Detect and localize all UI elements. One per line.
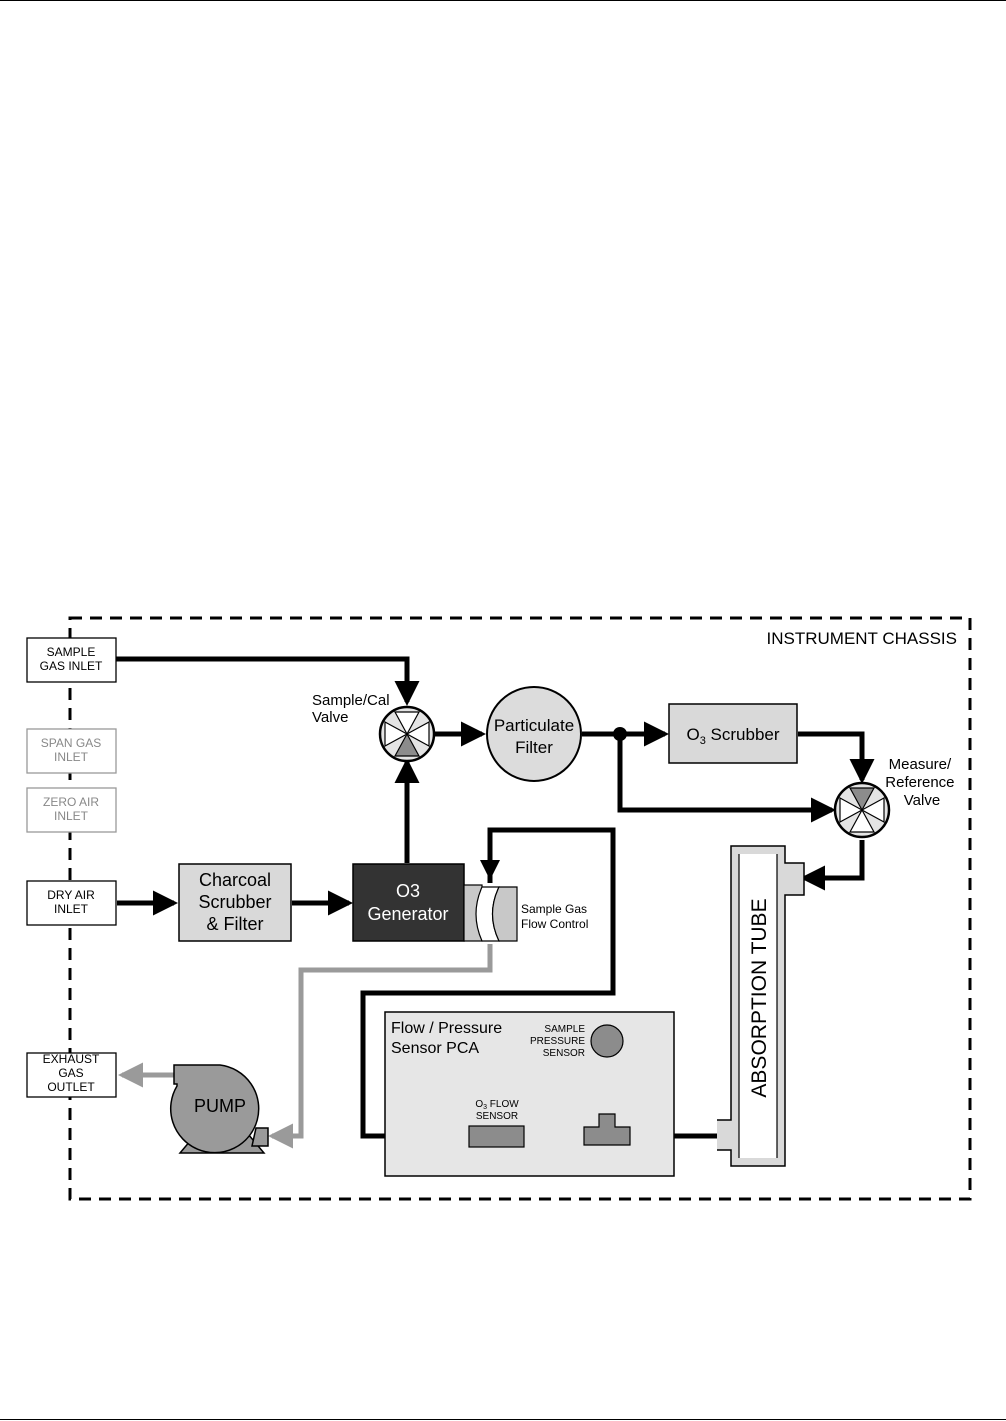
exhaust-gas-outlet: EXHAUST GAS OUTLET bbox=[26, 1052, 117, 1098]
svg-text:Flow / Pressure: Flow / Pressure bbox=[391, 1020, 502, 1037]
svg-text:SENSOR: SENSOR bbox=[476, 1111, 518, 1122]
svg-text:INLET: INLET bbox=[54, 750, 89, 764]
line-measure-valve-to-tube bbox=[799, 840, 865, 891]
absorption-tube: ABSORPTION TUBE bbox=[717, 845, 805, 1167]
dry-air-inlet: DRY AIR INLET bbox=[26, 880, 117, 926]
svg-text:ABSORPTION TUBE: ABSORPTION TUBE bbox=[748, 898, 771, 1097]
particulate-filter: Particulate Filter bbox=[486, 686, 582, 782]
sample-cal-valve-label: Sample/Cal Valve bbox=[312, 692, 394, 726]
sample-gas-flow-control-label: Sample Gas Flow Control bbox=[521, 902, 590, 931]
svg-text:GAS: GAS bbox=[58, 1066, 83, 1080]
svg-text:EXHAUST: EXHAUST bbox=[43, 1052, 100, 1066]
line-sample-inlet-to-valve bbox=[116, 656, 420, 707]
svg-text:SPAN GAS: SPAN GAS bbox=[41, 736, 101, 750]
o3-flow-sensor: O3 FLOW SENSOR bbox=[468, 1099, 525, 1148]
svg-text:INLET: INLET bbox=[54, 902, 89, 916]
svg-text:Particulate: Particulate bbox=[494, 716, 574, 735]
svg-text:& Filter: & Filter bbox=[206, 914, 263, 934]
flow-pressure-sensor-pca: Flow / Pressure Sensor PCA bbox=[384, 1011, 675, 1177]
svg-text:GAS INLET: GAS INLET bbox=[40, 659, 103, 673]
instrument-chassis-label: INSTRUMENT CHASSIS bbox=[767, 629, 958, 648]
sample-gas-inlet: SAMPLE GAS INLET bbox=[26, 637, 117, 683]
sample-cal-valve bbox=[378, 705, 436, 763]
svg-text:OUTLET: OUTLET bbox=[47, 1080, 95, 1094]
top-page-rule bbox=[0, 0, 1006, 1]
flow-control-arrow-head bbox=[480, 860, 500, 880]
svg-text:Filter: Filter bbox=[515, 738, 553, 757]
svg-text:PUMP: PUMP bbox=[194, 1096, 246, 1116]
measure-reference-valve bbox=[833, 781, 891, 839]
pump: PUMP bbox=[169, 1064, 269, 1154]
line-scrubber-to-measure-valve bbox=[798, 731, 875, 785]
zero-air-inlet: ZERO AIR INLET bbox=[26, 787, 117, 833]
svg-text:Charcoal: Charcoal bbox=[199, 870, 271, 890]
svg-text:DRY AIR: DRY AIR bbox=[47, 888, 95, 902]
span-gas-inlet: SPAN GAS INLET bbox=[26, 728, 117, 774]
line-filter-bypass bbox=[617, 734, 837, 823]
svg-text:Scrubber: Scrubber bbox=[198, 892, 271, 912]
o3-generator: O3 Generator bbox=[352, 863, 483, 942]
svg-text:O3: O3 bbox=[396, 881, 420, 901]
svg-text:INLET: INLET bbox=[54, 809, 89, 823]
charcoal-scrubber-filter: Charcoal Scrubber & Filter bbox=[178, 863, 292, 942]
sample-pressure-sensor: SAMPLE PRESSURE SENSOR bbox=[530, 1024, 624, 1059]
svg-text:Sensor PCA: Sensor PCA bbox=[391, 1040, 479, 1057]
svg-text:Generator: Generator bbox=[367, 904, 448, 924]
svg-text:O3 Scrubber: O3 Scrubber bbox=[686, 725, 779, 747]
line-flow-control-loop bbox=[360, 827, 616, 1139]
o3-scrubber: O3 Scrubber bbox=[668, 703, 798, 764]
svg-text:SENSOR: SENSOR bbox=[543, 1048, 585, 1059]
sample-gas-flow-control bbox=[475, 886, 518, 942]
svg-text:SAMPLE: SAMPLE bbox=[47, 645, 96, 659]
svg-text:ZERO AIR: ZERO AIR bbox=[43, 795, 99, 809]
exhaust-lines bbox=[117, 944, 493, 1149]
line-flow-control-to-pump bbox=[267, 944, 493, 1149]
bottom-page-rule bbox=[0, 1419, 1006, 1420]
svg-text:SAMPLE: SAMPLE bbox=[544, 1024, 585, 1035]
t-fitting bbox=[583, 1113, 631, 1146]
svg-text:PRESSURE: PRESSURE bbox=[530, 1036, 585, 1047]
svg-text:O3 FLOW: O3 FLOW bbox=[475, 1099, 519, 1111]
measure-reference-valve-label: Measure/ Reference Valve bbox=[885, 756, 958, 809]
tee-junction-node bbox=[613, 727, 627, 741]
